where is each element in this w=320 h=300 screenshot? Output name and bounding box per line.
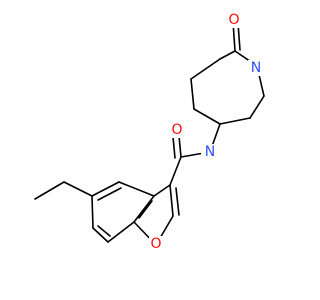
bond-ring-5 [193,108,221,125]
molecule-structure: O N O N O [34,12,265,252]
ketone-oxygen-label: O [228,12,239,28]
bond-furan-2b [175,187,180,216]
amide-oxygen-label: O [171,122,182,138]
atom-labels: O N O N O [149,12,264,252]
bond-carbonyl-to-furan [169,156,182,186]
bond-benzene-d3 [138,200,153,219]
bond-amide-co-2 [172,136,176,159]
bond-benzene-d2 [97,225,111,237]
ring-nitrogen-label: N [251,60,261,76]
bond-benzene-1 [118,181,155,197]
bond-benzene-2 [91,181,120,197]
amide-nitrogen-label: N [205,144,215,160]
bond-ethyl-1 [63,181,93,197]
bond-ring-4 [219,117,251,125]
bond-benzene-4 [92,227,109,243]
bond-ring-8 [219,50,236,60]
bond-benzene-3 [91,195,94,229]
bond-benzene-5 [107,221,135,243]
bond-ethyl-2 [34,181,65,200]
bond-ring-3 [249,95,265,119]
bond-amide-co-1 [178,135,182,158]
bond-ring-7 [190,58,221,80]
benzofuran-core [34,181,180,246]
bond-furan-1 [153,184,171,197]
bond-furan-5 [133,195,155,223]
bond-ring-6 [190,78,195,110]
furan-oxygen-label: O [150,236,161,252]
bond-furan-2 [169,184,174,217]
bond-benzene-d1 [97,187,122,201]
